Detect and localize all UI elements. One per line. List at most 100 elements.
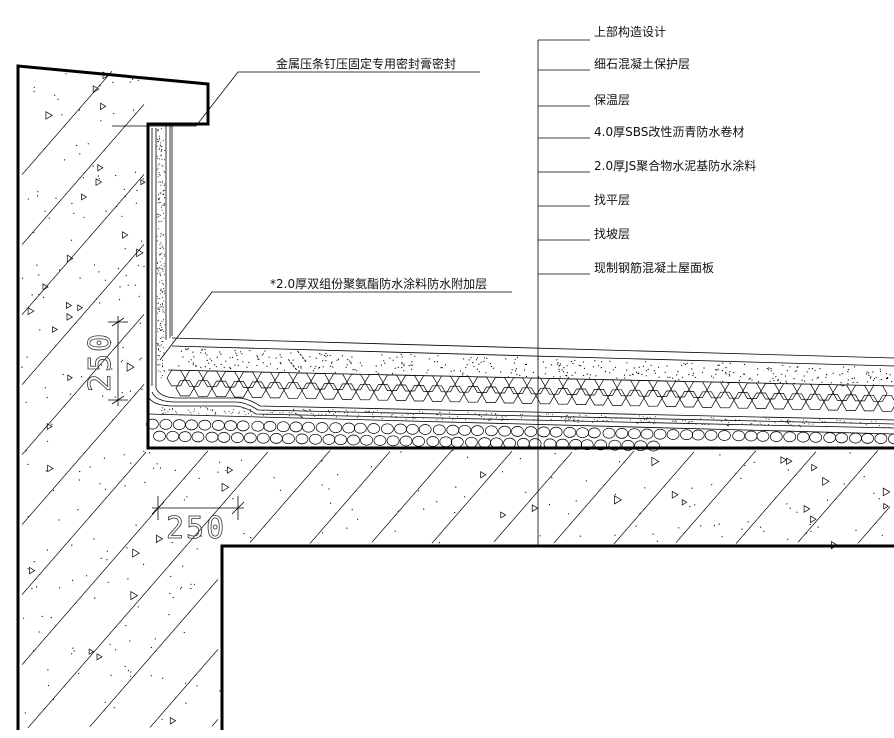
leveling-speckle bbox=[806, 420, 808, 422]
screed-speckle bbox=[866, 373, 868, 375]
screed-speckle bbox=[325, 352, 327, 355]
wall-layer-speckle bbox=[162, 235, 164, 237]
insulation-cell bbox=[310, 373, 330, 390]
screed-speckle bbox=[392, 359, 394, 361]
leveling-speckle bbox=[875, 420, 877, 422]
screed-speckle bbox=[701, 371, 704, 373]
concrete-speckle bbox=[159, 467, 162, 469]
leveling-speckle bbox=[437, 414, 439, 416]
leveling-speckle bbox=[812, 423, 814, 425]
concrete-hatch-line bbox=[735, 451, 817, 544]
wall-layer-speckle bbox=[157, 140, 159, 142]
gravel-stone bbox=[888, 433, 894, 445]
screed-speckle bbox=[567, 377, 569, 379]
concrete-speckle bbox=[454, 511, 456, 514]
concrete-speckle bbox=[27, 568, 29, 570]
screed-speckle bbox=[633, 367, 635, 369]
concrete-speckle bbox=[124, 485, 126, 487]
leveling-speckle bbox=[161, 410, 163, 411]
concrete-speckle bbox=[190, 588, 192, 590]
screed-speckle bbox=[178, 365, 180, 367]
screed-speckle bbox=[301, 356, 304, 358]
screed-speckle bbox=[624, 377, 626, 379]
gravel-stone bbox=[217, 432, 231, 443]
screed-speckle bbox=[320, 354, 322, 356]
leveling-speckle bbox=[302, 408, 304, 410]
leveling-speckle bbox=[717, 419, 719, 421]
leveling-speckle bbox=[738, 419, 740, 421]
aggregate-mark bbox=[96, 653, 103, 661]
insulation-cell bbox=[364, 374, 384, 391]
concrete-hatch-line bbox=[21, 314, 145, 455]
leveling-speckle bbox=[191, 414, 193, 416]
leveling-speckle bbox=[391, 414, 393, 415]
screed-speckle bbox=[856, 381, 858, 383]
wall-layer-speckle bbox=[158, 172, 160, 174]
leveling-speckle bbox=[299, 415, 301, 417]
wall-layer-speckle bbox=[161, 336, 163, 338]
aggregate-mark bbox=[27, 307, 35, 316]
screed-speckle bbox=[870, 376, 872, 378]
leveling-speckle bbox=[239, 411, 240, 413]
screed-speckle bbox=[262, 353, 265, 355]
leveling-speckle bbox=[759, 422, 761, 424]
wall-waterproof-layers bbox=[147, 124, 173, 448]
wall-layer-speckle bbox=[158, 158, 160, 160]
wall-layer-speckle bbox=[158, 147, 160, 149]
wall-layer-speckle bbox=[162, 190, 164, 192]
wall-layer-speckle bbox=[157, 228, 159, 230]
dimension-horizontal-text: 250 bbox=[166, 511, 226, 546]
aggregate-mark bbox=[92, 85, 100, 94]
gravel-stone bbox=[373, 435, 387, 446]
concrete-speckle bbox=[104, 336, 106, 338]
leveling-speckle bbox=[792, 425, 794, 427]
gravel-stone bbox=[490, 437, 503, 449]
wall-layer-speckle bbox=[160, 233, 162, 235]
leveling-speckle bbox=[688, 422, 690, 424]
screed-speckle bbox=[472, 362, 474, 364]
leveling-speckle bbox=[745, 424, 747, 426]
leveling-speckle bbox=[615, 417, 617, 419]
leveling-speckle bbox=[520, 414, 521, 416]
screed-speckle bbox=[515, 370, 517, 372]
wall-layer-speckle bbox=[156, 169, 158, 171]
screed-speckle bbox=[751, 379, 753, 381]
leveling-speckle bbox=[798, 424, 800, 426]
wall-layer-speckle bbox=[160, 338, 162, 339]
concrete-speckle bbox=[678, 527, 680, 529]
insulation-cell bbox=[517, 387, 537, 404]
concrete-speckle bbox=[115, 649, 117, 651]
screed-speckle bbox=[558, 370, 561, 372]
wall-layer-speckle bbox=[157, 130, 159, 132]
concrete-speckle bbox=[83, 216, 85, 218]
screed-speckle bbox=[717, 364, 719, 366]
leveling-speckle bbox=[175, 410, 177, 412]
concrete-speckle bbox=[104, 488, 106, 490]
screed-speckle bbox=[304, 359, 306, 361]
leveling-speckle bbox=[164, 409, 166, 411]
concrete-speckle bbox=[863, 475, 865, 478]
leveling-speckle bbox=[309, 408, 311, 410]
screed-speckle bbox=[215, 366, 217, 368]
screed-speckle bbox=[511, 369, 513, 371]
leveling-speckle bbox=[194, 408, 195, 410]
screed-speckle bbox=[473, 365, 475, 368]
gravel-stone bbox=[412, 435, 425, 447]
screed-speckle bbox=[239, 351, 242, 353]
wall-layer-speckle bbox=[164, 324, 166, 326]
leveling-speckle bbox=[356, 416, 358, 418]
screed-speckle bbox=[789, 366, 791, 368]
wall-layer-speckle bbox=[157, 213, 159, 215]
leveling-speckle bbox=[249, 411, 251, 413]
concrete-speckle bbox=[328, 488, 330, 490]
insulation-cell bbox=[760, 383, 780, 400]
screed-speckle bbox=[475, 359, 477, 361]
leveling-speckle bbox=[332, 413, 334, 415]
screed-speckle bbox=[280, 363, 282, 365]
leveling-speckle bbox=[640, 419, 642, 421]
leveling-speckle bbox=[653, 422, 655, 424]
leveling-speckle bbox=[297, 414, 299, 416]
gravel-stone bbox=[556, 438, 569, 450]
concrete-speckle bbox=[129, 640, 131, 642]
concrete-speckle bbox=[119, 286, 121, 288]
